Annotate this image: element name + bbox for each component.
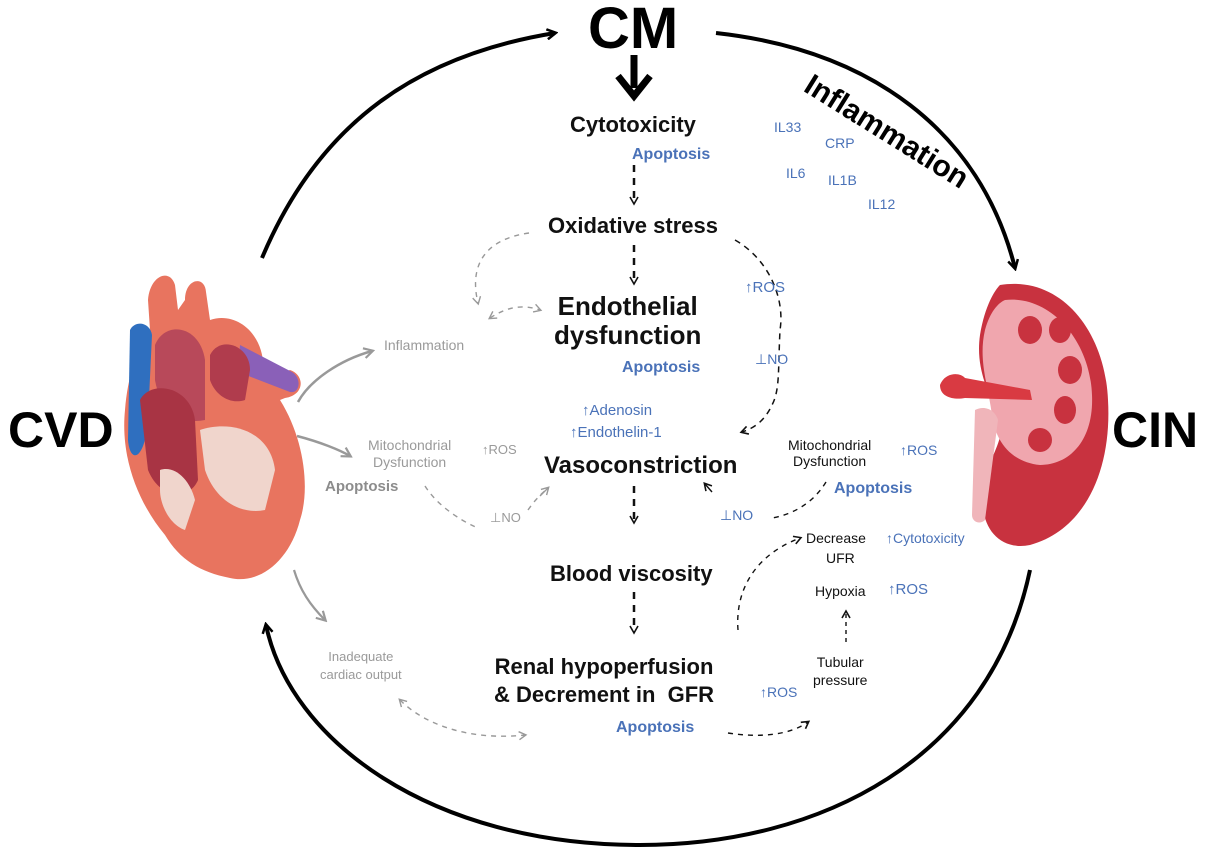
endothelial-line1: Endothelial [557, 291, 698, 321]
ufr-cytotoxicity: ↑Cytotoxicity [886, 530, 965, 546]
tubular-line2: pressure [813, 672, 868, 689]
arc-cin-to-cvd [266, 569, 1032, 848]
endothelial-line2: dysfunction [554, 320, 702, 351]
renal-ros: ↑ROS [760, 684, 798, 700]
arrow-kidneymito-no-vaso [771, 481, 827, 519]
tubular-pressure: Tubular pressure [813, 653, 867, 689]
cytokine-il12: IL12 [868, 196, 896, 212]
cardiac-line2: cardiac output [320, 666, 402, 682]
right-path-ros: ↑ROS [745, 279, 786, 296]
cytotoxicity-apoptosis: Apoptosis [632, 146, 711, 163]
cascade-blood-viscosity: Blood viscosity [550, 561, 713, 586]
cascade-vasoconstriction: Vasoconstriction [544, 452, 738, 479]
kidney-mito-apoptosis: Apoptosis [834, 480, 913, 497]
cytokine-il33: IL33 [774, 119, 802, 135]
ufr-label: UFR [826, 550, 855, 566]
kidney-no: ⊥NO [720, 507, 754, 523]
heart-mito-ros: ↑ROS [482, 442, 517, 457]
right-path-no: ⊥NO [755, 351, 789, 367]
arrow-heartmito-no-vaso [424, 485, 549, 529]
arc-cvd-to-cm [260, 33, 555, 259]
heart-no: ⊥NO [490, 510, 521, 525]
renal-line2: & Decrement in GFR [494, 681, 715, 707]
node-cm: CM [588, 0, 679, 61]
arrow-heart-to-inflammation [296, 351, 372, 403]
cardiac-line1: Inadequate [328, 649, 394, 664]
heart-mito-apoptosis: Apoptosis [325, 478, 399, 495]
heart-mito-line2: Dysfunction [373, 453, 447, 470]
arrow-renal-to-ufr [737, 535, 803, 631]
kidney-mito-dysfunction: Mitochondrial Dysfunction [788, 437, 871, 469]
heart-mito-dysfunction: Mitochondrial Dysfunction [368, 437, 451, 471]
cytokine-il1b: IL1B [828, 172, 857, 188]
arrow-cardiac-renal [398, 698, 528, 741]
hypoxia-ros: ↑ROS [888, 581, 929, 598]
arc-cm-to-cin [715, 31, 1015, 268]
renal-line1: Renal hypoperfusion [494, 654, 714, 679]
kidney-mito-ros: ↑ROS [900, 442, 938, 458]
endothelin-label: ↑Endothelin-1 [570, 424, 662, 441]
node-cin: CIN [1112, 402, 1199, 458]
node-cvd: CVD [8, 402, 114, 458]
heart-mito-line1: Mitochondrial [368, 437, 452, 453]
kidney-mito-line2: Dysfunction [793, 453, 867, 470]
cytokine-il6: IL6 [786, 165, 806, 181]
decrease-label: Decrease [806, 530, 866, 546]
cytokine-crp: CRP [825, 135, 855, 151]
arrow-heart-to-mito [296, 434, 350, 456]
arrow-ox-ros-no-vaso [734, 239, 782, 435]
adenosin-label: ↑Adenosin [582, 402, 653, 419]
renal-apoptosis: Apoptosis [616, 719, 695, 736]
heart-inflammation: Inflammation [384, 337, 465, 353]
arrow-ox-to-inflammation [472, 232, 530, 306]
inadequate-cardiac-output: Inadequate cardiac output [320, 648, 402, 683]
hypoxia-label: Hypoxia [815, 583, 866, 599]
kidney-illustration [940, 283, 1109, 546]
cascade-oxidative-stress: Oxidative stress [548, 213, 718, 238]
arrow-inflammation-endothelial [487, 303, 543, 320]
cascade-renal-hypoperfusion: Renal hypoperfusion & Decrement in GFR [494, 653, 714, 708]
kidney-mito-line1: Mitochondrial [788, 437, 872, 453]
endothelial-apoptosis: Apoptosis [622, 359, 701, 376]
cm-down-arrow [615, 55, 653, 102]
cascade-cytotoxicity: Cytotoxicity [570, 112, 696, 137]
heart-illustration [124, 275, 305, 580]
tubular-line1: Tubular [816, 654, 864, 670]
cascade-endothelial-dysfunction: Endothelial dysfunction [554, 291, 702, 351]
arrow-heart-to-cardiac [292, 569, 325, 620]
arrow-apoptosis-to-tubular [727, 720, 811, 736]
